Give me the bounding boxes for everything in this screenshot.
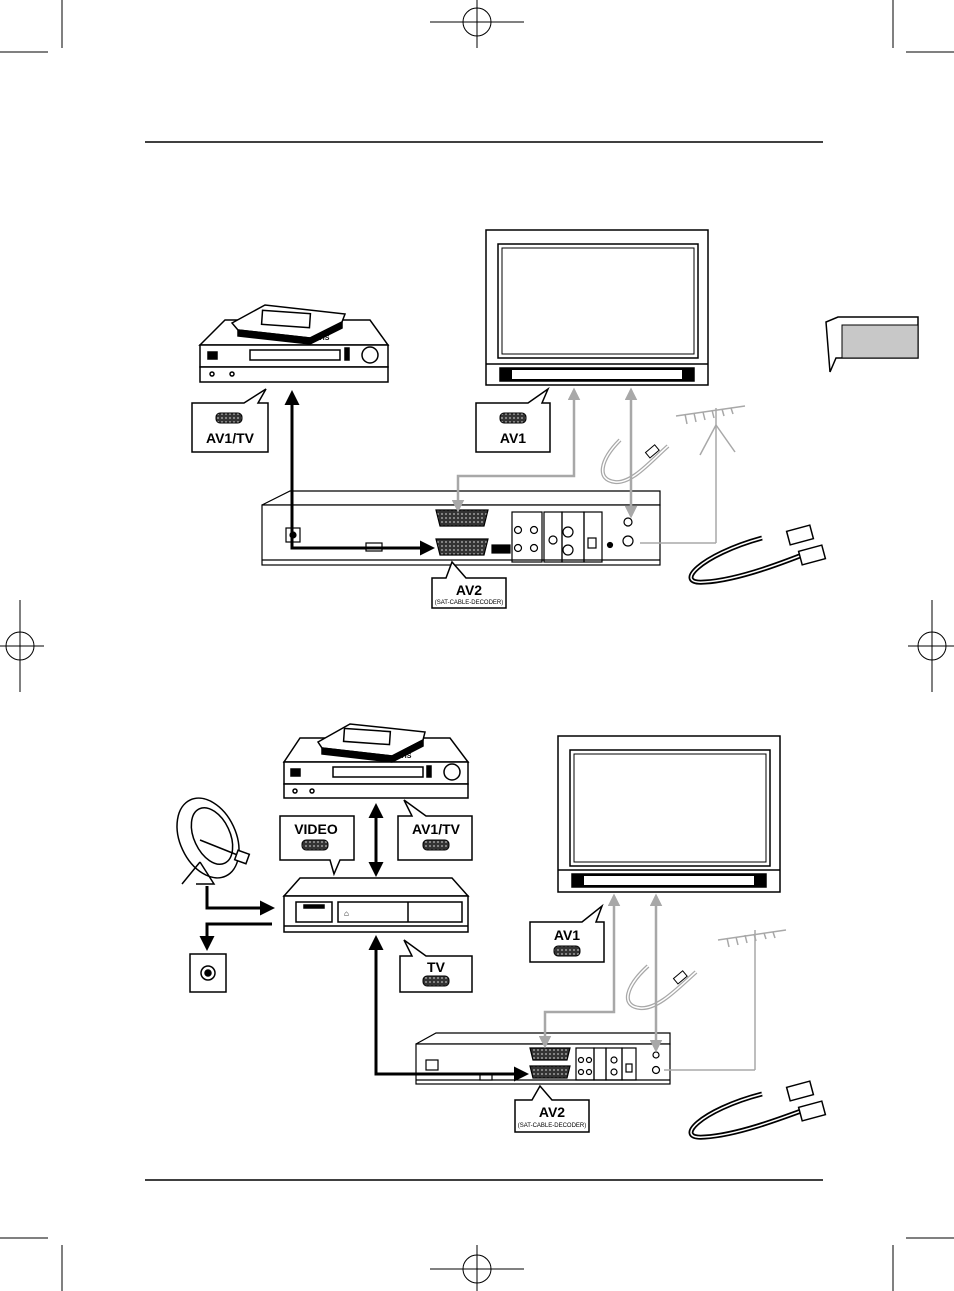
callout-av1-1: AV1 [476,389,550,452]
tv-1 [486,230,708,385]
satellite-dish-icon [165,788,251,888]
callout-av2-sublabel: (SAT-CABLE-DECODER) [435,600,504,606]
decoder-rear-panel-1 [262,491,660,565]
wall-socket-icon [190,954,226,992]
svg-text:⌂: ⌂ [344,909,349,918]
registration-mark-icon [0,600,44,692]
scart-cable-icon [691,525,825,582]
callout-video: VIDEO [280,816,354,874]
coax-cable-icon [628,966,696,1008]
decoder-to-tv-arrow-2 [545,896,614,1046]
callout-av1tv-label: AV1/TV [206,430,255,446]
callout-tv-label: TV [427,959,446,975]
callout-tv: TV [400,940,472,992]
callout-av1tv-2: AV1/TV [398,800,472,860]
callout-av1tv2-label: AV1/TV [412,821,461,837]
callout-av1-2-label: AV1 [554,927,580,943]
callout-av2-2-label: AV2 [539,1104,565,1120]
decoder-rear-panel-2 [416,1033,670,1084]
scart-cable-icon [691,1081,825,1137]
tv-2 [558,736,780,892]
callout-av1-label: AV1 [500,430,526,446]
registration-mark-icon [908,600,954,692]
registration-mark-icon [430,0,524,48]
callout-av2-2: AV2 (SAT-CABLE-DECODER) [515,1086,589,1132]
coax-cable-icon [603,440,668,482]
callout-av2-1: AV2 (SAT-CABLE-DECODER) [432,562,506,608]
cassette-label: VHS [397,753,412,760]
antenna-icon [664,930,786,1070]
registration-mark-icon [430,1245,524,1291]
satellite-receiver: ⌂ [284,878,468,932]
cassette-label: VHS [315,335,330,342]
callout-av1tv-1: AV1/TV [192,389,268,452]
callout-video-label: VIDEO [294,821,338,837]
language-tab [826,317,918,372]
callout-av1-2: AV1 [530,906,604,962]
dish-to-receiver-arrow [207,886,272,908]
callout-av2-2-sublabel: (SAT-CABLE-DECODER) [518,1123,587,1129]
receiver-to-socket-arrow [207,924,272,948]
callout-av2-label: AV2 [456,582,482,598]
